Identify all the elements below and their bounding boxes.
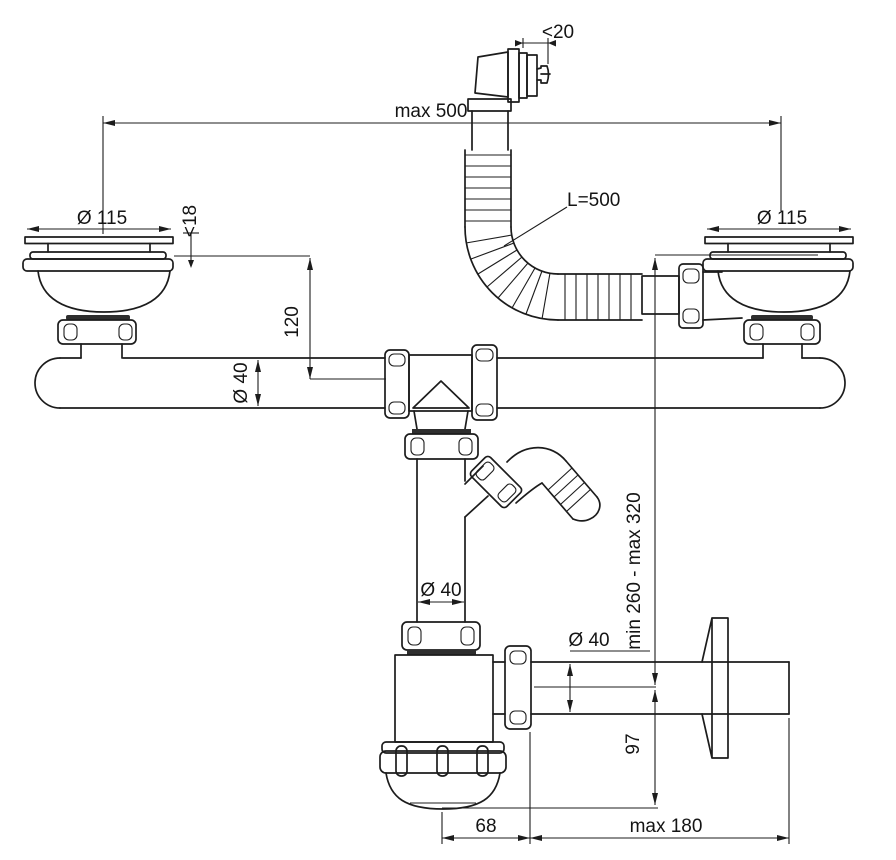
corrugated-hose [464, 149, 743, 329]
tee-fitting [384, 344, 498, 460]
left-strainer [22, 236, 174, 359]
vertical-tailpipe [416, 458, 466, 623]
wall-flange [701, 617, 729, 759]
dim-hose-length: L=500 [567, 190, 620, 211]
dim-outlet-reach: max 180 [630, 816, 703, 837]
dim-tailpipe-diameter: Ø 40 [420, 580, 461, 601]
dim-drop: 120 [282, 306, 303, 338]
dim-span-max: max 500 [395, 101, 468, 122]
dim-strainer-right: Ø 115 [757, 208, 807, 229]
dim-outlet-diameter: Ø 40 [568, 630, 609, 651]
dimension-annotations: max 500 <20 Ø 115 Ø 115 <18 L=500 120 Ø … [27, 22, 851, 844]
appliance-branch [464, 446, 601, 522]
dim-overflow-width: <20 [542, 22, 574, 43]
overflow-elbow [467, 48, 551, 151]
dim-deck-thickness: <18 [180, 205, 201, 237]
horizontal-pipes [34, 357, 846, 409]
dim-pipe-diameter: Ø 40 [231, 362, 252, 403]
dim-trap-offset: 68 [475, 816, 496, 837]
bottle-trap [379, 617, 790, 810]
dim-outlet-drop: 97 [623, 733, 644, 754]
dim-height-range: min 260 - max 320 [624, 492, 645, 649]
dim-strainer-left: Ø 115 [77, 208, 127, 229]
right-strainer [702, 236, 854, 359]
